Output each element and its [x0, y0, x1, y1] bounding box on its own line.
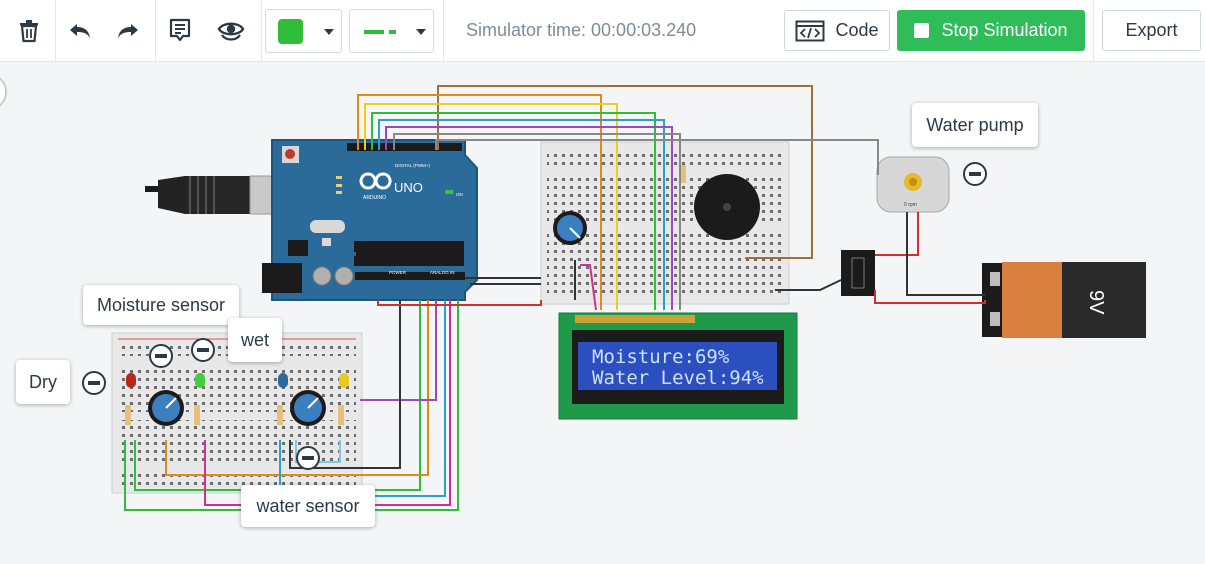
stop-simulation-label: Stop Simulation [941, 20, 1068, 40]
redo-button[interactable] [110, 0, 146, 61]
resistor [194, 405, 200, 425]
undo-icon [70, 23, 90, 38]
callout-dry: Dry [16, 360, 70, 404]
resistor [680, 165, 686, 183]
usb-cable [145, 175, 281, 215]
probe-moisture-icon[interactable] [149, 344, 173, 368]
redo-icon [118, 23, 138, 38]
delete-icon [20, 19, 38, 42]
stop-simulation-button[interactable]: Stop Simulation [897, 10, 1085, 51]
lcd-line-1: Moisture:69% [592, 346, 730, 368]
undo-button[interactable] [62, 0, 98, 61]
digital-pins-label: DIGITAL (PWM~) [395, 163, 430, 168]
callout-moisture-sensor: Moisture sensor [83, 285, 239, 325]
code-button[interactable]: Code [784, 10, 890, 51]
callout-label: wet [240, 329, 269, 350]
motor-rpm: 0 rpm [904, 202, 917, 208]
circuit-canvas[interactable]: UNO ARDUINO DIGITAL (PWM~) POWER ANALOG … [0, 62, 1205, 559]
separator [261, 0, 262, 61]
led-green [195, 373, 205, 388]
zoom-control[interactable] [0, 74, 7, 110]
buzzer[interactable] [694, 174, 760, 240]
export-label: Export [1125, 20, 1178, 40]
resistor [338, 405, 344, 425]
callout-water-sensor: water sensor [241, 485, 375, 527]
code-label: Code [835, 20, 879, 40]
notes-icon [169, 18, 191, 41]
analog-in-label: ANALOG IN [430, 270, 455, 275]
resistor [277, 405, 283, 425]
callout-wet: wet [228, 318, 282, 362]
callout-water-pump: Water pump [912, 103, 1038, 147]
separator [55, 0, 56, 61]
dc-motor[interactable]: 0 rpm [876, 156, 950, 213]
on-label: ON [456, 192, 463, 197]
separator [1093, 0, 1094, 61]
callout-label: water sensor [256, 495, 360, 516]
probe-dry-icon[interactable] [82, 371, 106, 395]
arduino-uno-label: UNO [394, 180, 423, 195]
wires [124, 85, 986, 511]
circuit-diagram: UNO ARDUINO DIGITAL (PWM~) POWER ANALOG … [0, 74, 1146, 511]
resistor [125, 405, 131, 425]
export-button[interactable]: Export [1102, 10, 1201, 51]
arduino-brand-label: ARDUINO [363, 195, 386, 201]
potentiometer-moisture[interactable] [148, 390, 184, 426]
lcd-16x2[interactable]: Moisture:69% Water Level:94% [558, 312, 798, 420]
eye-icon [217, 22, 245, 41]
toolbar: Simulator time: 00:00:03.240 Code Stop S… [0, 0, 1205, 62]
probe-pump-icon[interactable] [963, 162, 987, 186]
potentiometer-lcd[interactable] [553, 211, 587, 245]
battery-9v[interactable]: 9V [982, 262, 1146, 338]
callout-label: Dry [29, 371, 57, 392]
wire-type-icon [364, 30, 396, 34]
battery-label: 9V [1085, 290, 1107, 315]
wire-type-dropdown[interactable] [349, 9, 434, 53]
code-icon [795, 20, 825, 41]
visibility-button[interactable] [210, 0, 252, 61]
led-blue [278, 373, 288, 388]
led-yellow [339, 373, 349, 388]
probe-wet-icon[interactable] [191, 338, 215, 362]
callout-label: Moisture sensor [96, 294, 226, 315]
color-swatch [278, 19, 303, 44]
callout-label: Water pump [926, 114, 1024, 135]
chevron-down-icon [324, 29, 334, 35]
chevron-down-icon [416, 29, 426, 35]
potentiometer-water[interactable] [290, 390, 326, 426]
wire-color-dropdown[interactable] [265, 9, 342, 53]
probe-water-sensor-icon[interactable] [296, 446, 320, 470]
separator [155, 0, 156, 61]
delete-button[interactable] [8, 0, 50, 61]
power-label: POWER [389, 270, 407, 275]
simulator-time: Simulator time: 00:00:03.240 [466, 20, 697, 40]
stop-icon [914, 23, 930, 38]
notes-button[interactable] [162, 0, 198, 61]
relay[interactable] [841, 250, 875, 296]
separator [443, 0, 444, 61]
lcd-line-2: Water Level:94% [592, 367, 764, 389]
arduino-uno[interactable]: UNO ARDUINO DIGITAL (PWM~) POWER ANALOG … [262, 139, 478, 301]
led-red [126, 373, 136, 388]
